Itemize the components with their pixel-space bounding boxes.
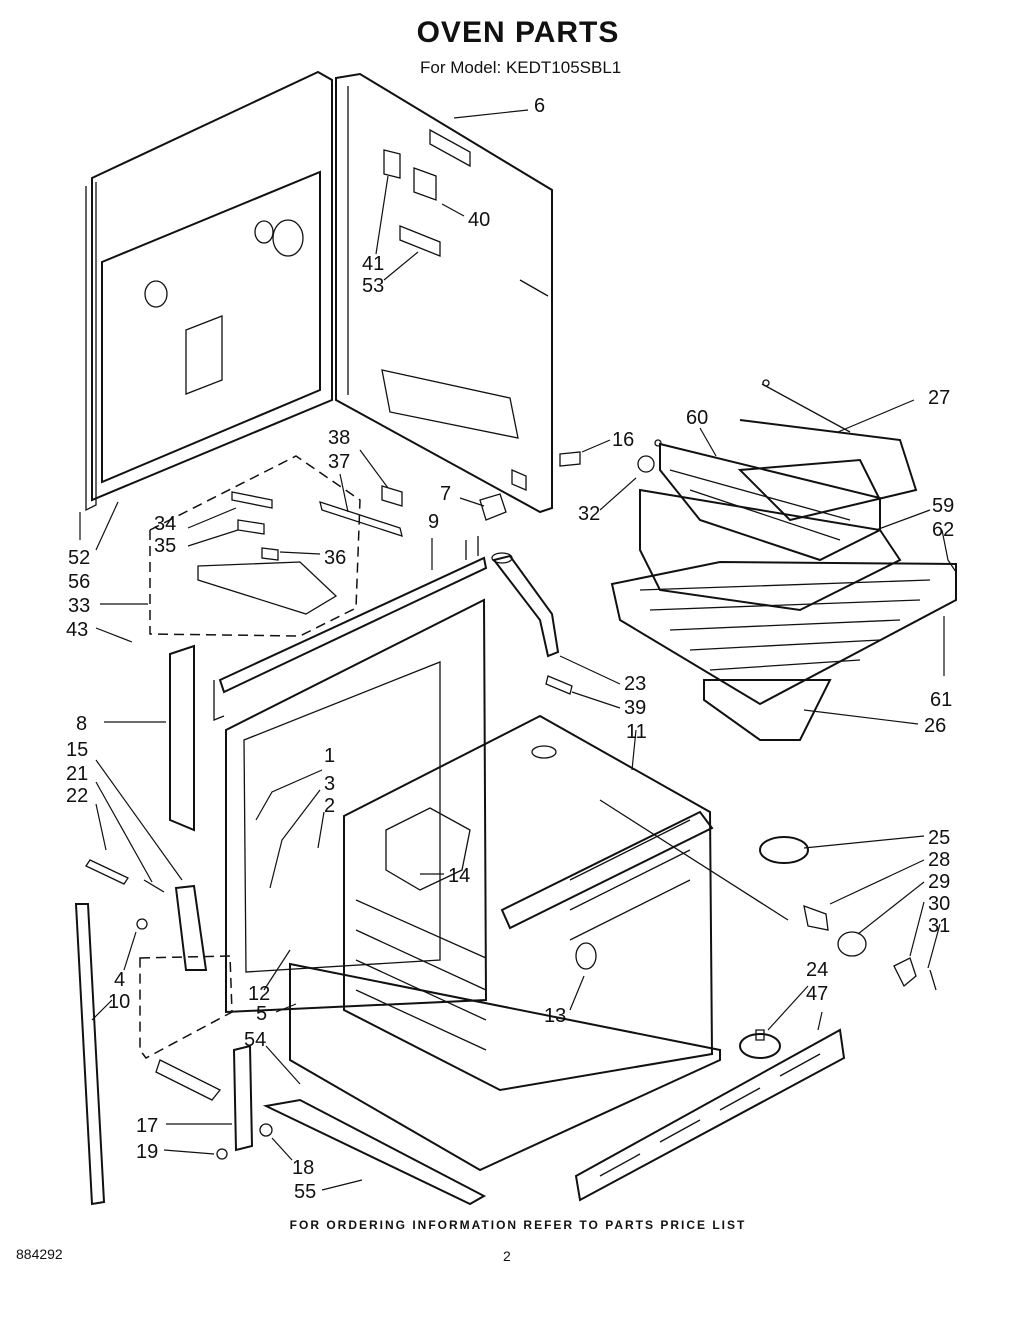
callout-19: 19 [136,1141,158,1163]
callout-3: 3 [324,773,335,795]
callout-18: 18 [292,1157,314,1179]
callout-7: 7 [440,483,451,505]
callout-39: 39 [624,697,646,719]
callout-30: 30 [928,893,950,915]
bake-element [654,439,881,562]
ordering-note: FOR ORDERING INFORMATION REFER TO PARTS … [289,1218,747,1232]
callout-43: 43 [66,619,88,641]
light-parts [559,451,937,1059]
callout-41: 41 [362,253,384,275]
document-number: 884292 [16,1246,63,1262]
control-bracket-assembly [149,455,507,637]
callout-10: 10 [108,991,130,1013]
callout-15: 15 [66,739,88,761]
callout-54: 54 [244,1029,266,1051]
callout-4: 4 [114,969,125,991]
model-line: For Model: KEDT105SBL1 [420,58,622,77]
callout-56: 56 [68,571,90,593]
callout-13: 13 [544,1005,566,1027]
callout-2: 2 [324,795,335,817]
leader-lines [79,109,957,1191]
callout-14: 14 [448,865,470,887]
callout-5: 5 [256,1003,267,1025]
callout-12: 12 [248,983,270,1005]
callout-53: 53 [362,275,384,297]
callout-17: 17 [136,1115,158,1137]
side-strip [169,644,195,832]
callout-labels: 6 40 41 53 27 60 59 62 16 32 38 37 7 9 3… [66,95,954,1203]
oven-liner [343,714,714,1092]
vent-tube [491,552,573,695]
callout-16: 16 [612,429,634,451]
page-number: 2 [503,1248,511,1264]
callout-38: 38 [328,427,350,449]
oven-racks [610,488,957,741]
callout-31: 31 [928,915,950,937]
callout-33: 33 [68,595,90,617]
front-frame [213,536,488,1014]
page-title: OVEN PARTS [416,16,620,49]
callout-32: 32 [578,503,600,525]
callout-22: 22 [66,785,88,807]
callout-11: 11 [626,721,647,743]
callout-61: 61 [930,689,952,711]
callout-35: 35 [154,535,176,557]
rear-panel-outer [85,70,333,512]
callout-62: 62 [932,519,954,541]
callout-55: 55 [294,1181,316,1203]
hinge-parts [74,859,273,1206]
callout-37: 37 [328,451,350,473]
callout-36: 36 [324,547,346,569]
callout-23: 23 [624,673,646,695]
vent-grille [574,1028,846,1202]
callout-27: 27 [928,387,950,409]
callout-6: 6 [534,95,545,117]
callout-9: 9 [428,511,439,533]
callout-52: 52 [68,547,90,569]
callout-29: 29 [928,871,950,893]
callout-40: 40 [468,209,490,231]
callout-34: 34 [154,513,176,535]
callout-60: 60 [686,407,708,429]
bottom-pan [262,962,721,1206]
callout-59: 59 [932,495,954,517]
callout-8: 8 [76,713,87,735]
broil-element [737,379,918,522]
callout-25: 25 [928,827,950,849]
callout-28: 28 [928,849,950,871]
callout-24: 24 [806,959,828,981]
callout-47: 47 [806,983,828,1005]
callout-1: 1 [324,745,335,767]
callout-26: 26 [924,715,946,737]
rear-panel-inner [335,72,553,514]
callout-21: 21 [66,763,88,785]
